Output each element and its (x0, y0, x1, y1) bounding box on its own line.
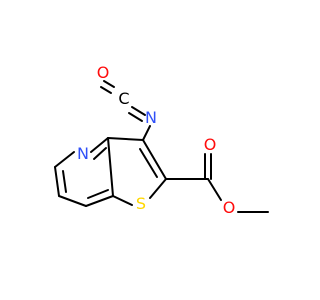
bond-c6-c7 (58, 195, 87, 207)
isocyanate-carbon-label: C (118, 89, 129, 108)
bond-c7-c3a (85, 195, 114, 207)
molecule-structure: O C N N S O O (54, 63, 269, 217)
thiophene-sulfur-label: S (136, 194, 146, 213)
bond-pyridine-n-c7a (90, 137, 109, 153)
bond-isocyanate-c-o (103, 80, 115, 88)
isocyanate-oxygen-label: O (97, 63, 110, 82)
bond-pyridine-n-c7a-inner (93, 147, 107, 160)
bond-c3-c2-inner (139, 148, 158, 178)
carbonyl-oxygen-label: O (204, 135, 217, 154)
bond-isocyanate-c-o-second (100, 86, 112, 94)
bond-c3a-c7a (107, 137, 114, 197)
bond-layer (54, 80, 269, 213)
bond-s-c3a (112, 195, 133, 206)
bond-carbonyl-c-ester-o (207, 178, 222, 201)
bond-c3-isocyanate-n (142, 125, 151, 141)
bond-isocyanate-n-c (131, 106, 146, 116)
bond-isocyanate-n-c-second (128, 112, 143, 122)
isocyanate-nitrogen-label: N (145, 108, 157, 127)
atom-label-layer: O C N N S O O (77, 63, 235, 217)
bond-c2-s (149, 178, 167, 199)
bond-c3-c2 (142, 139, 167, 180)
bond-c7a-c3 (107, 137, 144, 141)
bond-c5-c6-inner (62, 170, 67, 193)
bond-c5-c6 (54, 166, 60, 197)
ester-oxygen-label: O (223, 198, 236, 217)
bond-c7-c3a-inner (87, 189, 109, 199)
bond-pyridine-n-c5 (54, 151, 75, 168)
pyridine-nitrogen-label: N (77, 144, 89, 163)
